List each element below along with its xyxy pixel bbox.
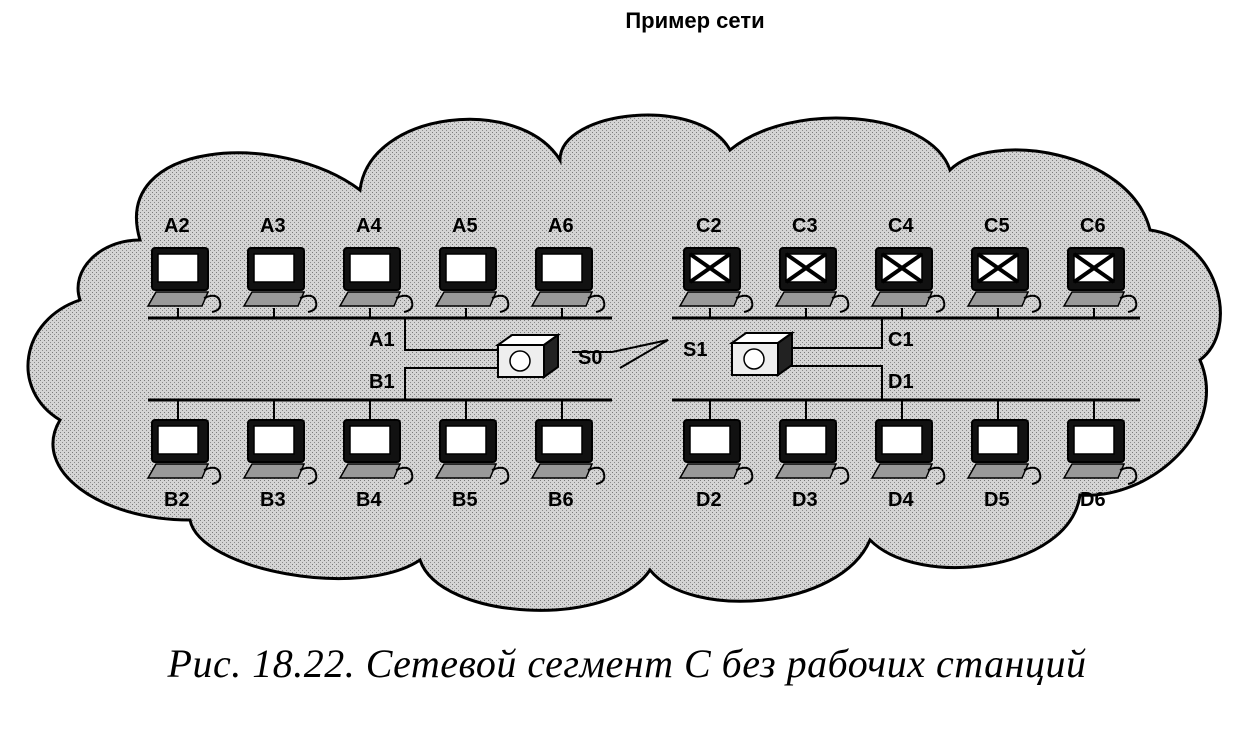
router-label-s1: S1 xyxy=(683,339,707,361)
station-label-d2: D2 xyxy=(696,489,722,511)
workstation-d2[interactable]: D2 xyxy=(678,400,754,511)
workstation-a5[interactable]: A5 xyxy=(434,215,510,318)
station-label-b2: B2 xyxy=(164,489,190,511)
lan-lines xyxy=(148,316,1140,402)
workstation-d4[interactable]: D4 xyxy=(870,400,946,511)
interface-label-b1: B1 xyxy=(369,371,395,393)
station-label-b4: B4 xyxy=(356,489,382,511)
station-label-b3: B3 xyxy=(260,489,286,511)
station-label-d5: D5 xyxy=(984,489,1010,511)
workstation-c4[interactable]: C4 xyxy=(870,215,946,318)
router-links xyxy=(404,318,883,400)
workstation-a6[interactable]: A6 xyxy=(530,215,606,318)
figure-caption: Рис. 18.22. Сетевой сегмент C без рабочи… xyxy=(167,641,1087,686)
workstation-b6[interactable]: B6 xyxy=(530,400,606,511)
interface-label-c1: C1 xyxy=(888,329,914,351)
workstation-a3[interactable]: A3 xyxy=(242,215,318,318)
station-label-d3: D3 xyxy=(792,489,818,511)
workstation-c2[interactable]: C2 xyxy=(678,215,754,318)
workstation-a2[interactable]: A2 xyxy=(146,215,222,318)
workstation-b5[interactable]: B5 xyxy=(434,400,510,511)
workstation-b2[interactable]: B2 xyxy=(146,400,222,511)
workstation-c5[interactable]: C5 xyxy=(966,215,1042,318)
station-label-c3: C3 xyxy=(792,215,818,237)
workstation-a4[interactable]: A4 xyxy=(338,215,414,318)
router-label-s0: S0 xyxy=(578,347,602,369)
station-label-a3: A3 xyxy=(260,215,286,237)
station-label-a2: A2 xyxy=(164,215,190,237)
workstation-d3[interactable]: D3 xyxy=(774,400,850,511)
station-label-a6: A6 xyxy=(548,215,574,237)
workstation-c3[interactable]: C3 xyxy=(774,215,850,318)
router-s1[interactable] xyxy=(728,331,796,377)
workstation-c6[interactable]: C6 xyxy=(1062,215,1138,318)
station-label-d4: D4 xyxy=(888,489,914,511)
station-label-b6: B6 xyxy=(548,489,574,511)
page-title: Пример сети xyxy=(625,8,765,33)
station-label-a5: A5 xyxy=(452,215,478,237)
network-cloud xyxy=(26,113,1222,612)
router-s0[interactable] xyxy=(494,333,562,379)
station-label-b5: B5 xyxy=(452,489,478,511)
workstation-d5[interactable]: D5 xyxy=(966,400,1042,511)
workstation-b3[interactable]: B3 xyxy=(242,400,318,511)
station-label-c5: C5 xyxy=(984,215,1010,237)
station-label-c4: C4 xyxy=(888,215,914,237)
station-label-c2: C2 xyxy=(696,215,722,237)
workstation-d6[interactable]: D6 xyxy=(1062,400,1138,511)
interface-label-d1: D1 xyxy=(888,371,914,393)
station-label-c6: C6 xyxy=(1080,215,1106,237)
station-label-d6: D6 xyxy=(1080,489,1106,511)
workstation-b4[interactable]: B4 xyxy=(338,400,414,511)
station-label-a4: A4 xyxy=(356,215,382,237)
interface-label-a1: A1 xyxy=(369,329,395,351)
